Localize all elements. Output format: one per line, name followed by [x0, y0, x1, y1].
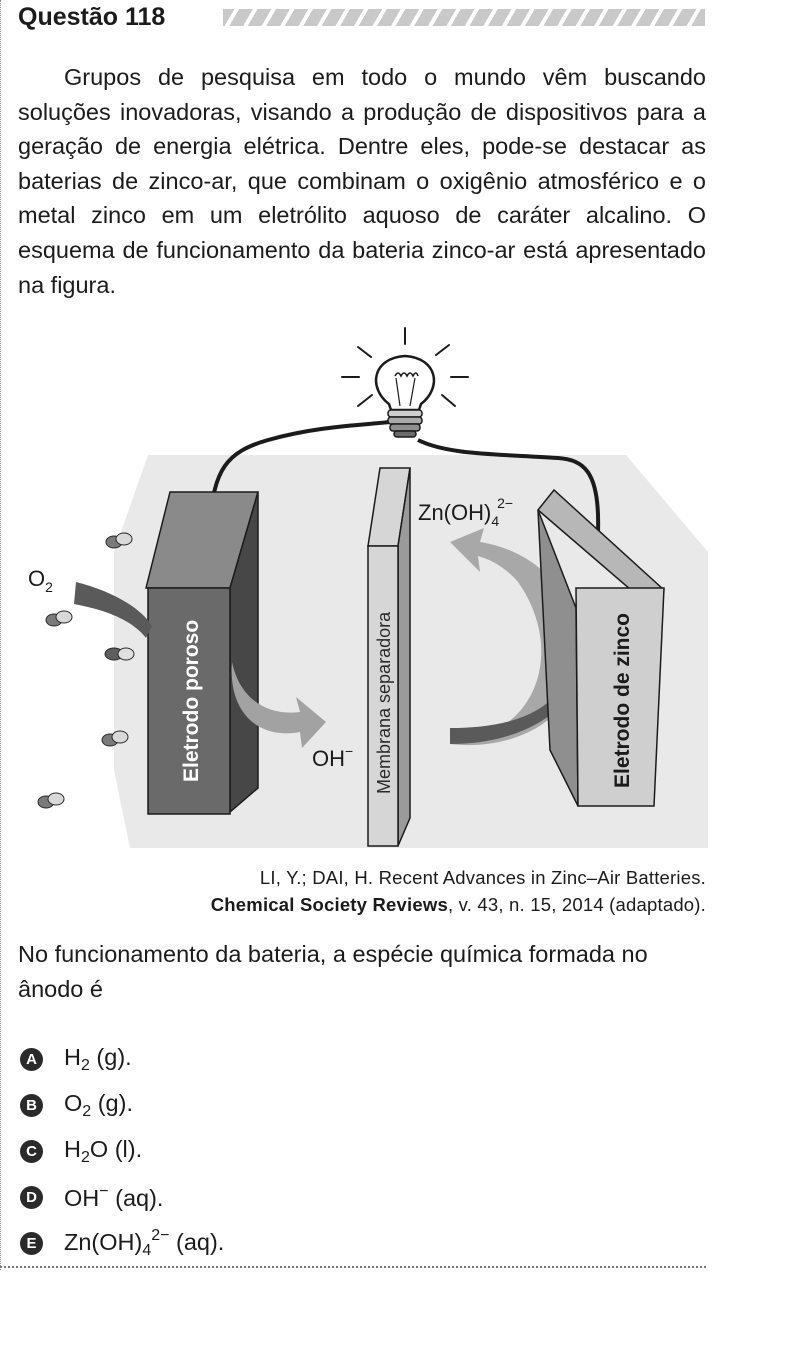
membrane-label: Membrana separadora	[374, 611, 394, 794]
o2-label: O2	[28, 566, 53, 595]
caption-details: , v. 43, n. 15, 2014 (adaptado).	[447, 894, 706, 915]
option-a[interactable]: A H2 (g).	[20, 1036, 710, 1082]
oh-arrow	[231, 662, 326, 748]
porous-electrode: Eletrodo poroso	[145, 491, 259, 815]
oh-label: OH−	[312, 743, 353, 771]
option-letter-badge: C	[20, 1139, 43, 1163]
option-text: H2 (g).	[64, 1043, 132, 1074]
oxygen-molecules	[37, 532, 135, 809]
battery-figure: Eletrodo poroso Membrana separadora Elet…	[18, 320, 708, 860]
caption-journal: Chemical Society Reviews	[210, 894, 448, 915]
option-letter-badge: B	[20, 1093, 43, 1117]
lightbulb-icon	[374, 354, 436, 438]
left-dotted-border	[0, 0, 3, 1270]
option-text: O2 (g).	[64, 1089, 133, 1120]
zincate-arrow-dark	[450, 692, 564, 744]
caption-line-2: Chemical Society Reviews, v. 43, n. 15, …	[18, 891, 706, 918]
figure-caption: LI, Y.; DAI, H. Recent Advances in Zinc–…	[18, 864, 706, 918]
o2-arrow	[74, 582, 152, 638]
header-stripe	[223, 9, 705, 26]
option-text: H2O (l).	[64, 1135, 143, 1166]
option-c[interactable]: C H2O (l).	[20, 1128, 710, 1174]
wire-left	[208, 420, 391, 524]
zinc-electrode-label: Eletrodo de zinco	[611, 613, 634, 788]
question-header: Questão 118	[18, 2, 708, 32]
option-b[interactable]: B O2 (g).	[20, 1082, 710, 1128]
option-letter-badge: D	[20, 1185, 43, 1209]
bulb-rays	[341, 327, 469, 407]
option-letter-badge: A	[20, 1047, 43, 1071]
zinc-electrode: Eletrodo de zinco	[536, 488, 665, 807]
caption-line-1: LI, Y.; DAI, H. Recent Advances in Zinc–…	[259, 867, 706, 888]
option-text: Zn(OH)42− (aq).	[64, 1226, 225, 1259]
wire-right	[417, 438, 601, 533]
bottom-dotted-rule	[0, 1266, 706, 1268]
answer-options: A H2 (g). B O2 (g). C H2O (l). D OH− (aq…	[20, 1036, 710, 1266]
membrane-separator: Membrana separadora	[367, 467, 411, 847]
option-letter-badge: E	[20, 1231, 43, 1255]
question-stem: No funcionamento da bateria, a espécie q…	[18, 941, 648, 1002]
zincate-label: Zn(OH)42−	[418, 495, 513, 529]
option-d[interactable]: D OH− (aq).	[20, 1174, 710, 1220]
option-text: OH− (aq).	[64, 1182, 164, 1211]
option-e[interactable]: E Zn(OH)42− (aq).	[20, 1220, 710, 1266]
zinc-air-battery-diagram: Eletrodo poroso Membrana separadora Elet…	[28, 327, 708, 848]
porous-electrode-label: Eletrodo poroso	[180, 620, 203, 782]
question-paragraph: Grupos de pesquisa em todo o mundo vêm b…	[18, 64, 706, 298]
question-title: Questão 118	[18, 3, 166, 31]
